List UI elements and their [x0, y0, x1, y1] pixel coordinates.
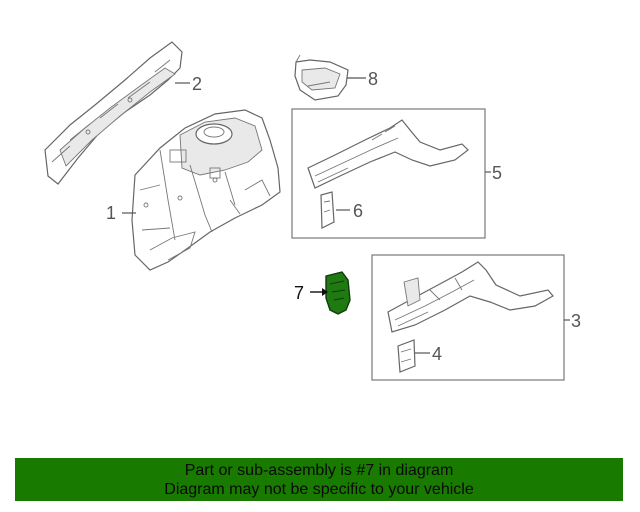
callout-6: 6 [353, 201, 363, 221]
info-banner: Part or sub-assembly is #7 in diagram Di… [15, 458, 623, 501]
part-3-side-member[interactable] [387, 261, 554, 333]
part-4-plate[interactable] [397, 339, 416, 373]
part-6-plate[interactable] [320, 191, 335, 229]
group-box-5 [291, 108, 486, 239]
part-1-apron-assembly[interactable] [131, 109, 281, 271]
part-8-bracket[interactable] [294, 54, 349, 101]
callout-8: 8 [368, 69, 378, 89]
callout-2: 2 [192, 74, 202, 94]
callout-5: 5 [492, 163, 502, 183]
callout-7: 7 [294, 283, 304, 303]
part-7-highlighted-bracket[interactable] [325, 271, 351, 315]
callout-1: 1 [106, 203, 116, 223]
part-2-upper-rail[interactable] [44, 41, 183, 185]
leader-lines [122, 77, 570, 354]
banner-line-1: Part or sub-assembly is #7 in diagram [184, 462, 454, 479]
parts-diagram: 1 2 3 4 5 6 7 8 [44, 41, 581, 381]
callout-4: 4 [432, 344, 442, 364]
part-5-side-member[interactable] [307, 119, 469, 189]
callout-3: 3 [571, 311, 581, 331]
callout-labels: 1 2 3 4 5 6 7 8 [106, 69, 581, 364]
banner-line-2: Diagram may not be specific to your vehi… [164, 481, 474, 498]
group-box-3 [371, 254, 565, 381]
